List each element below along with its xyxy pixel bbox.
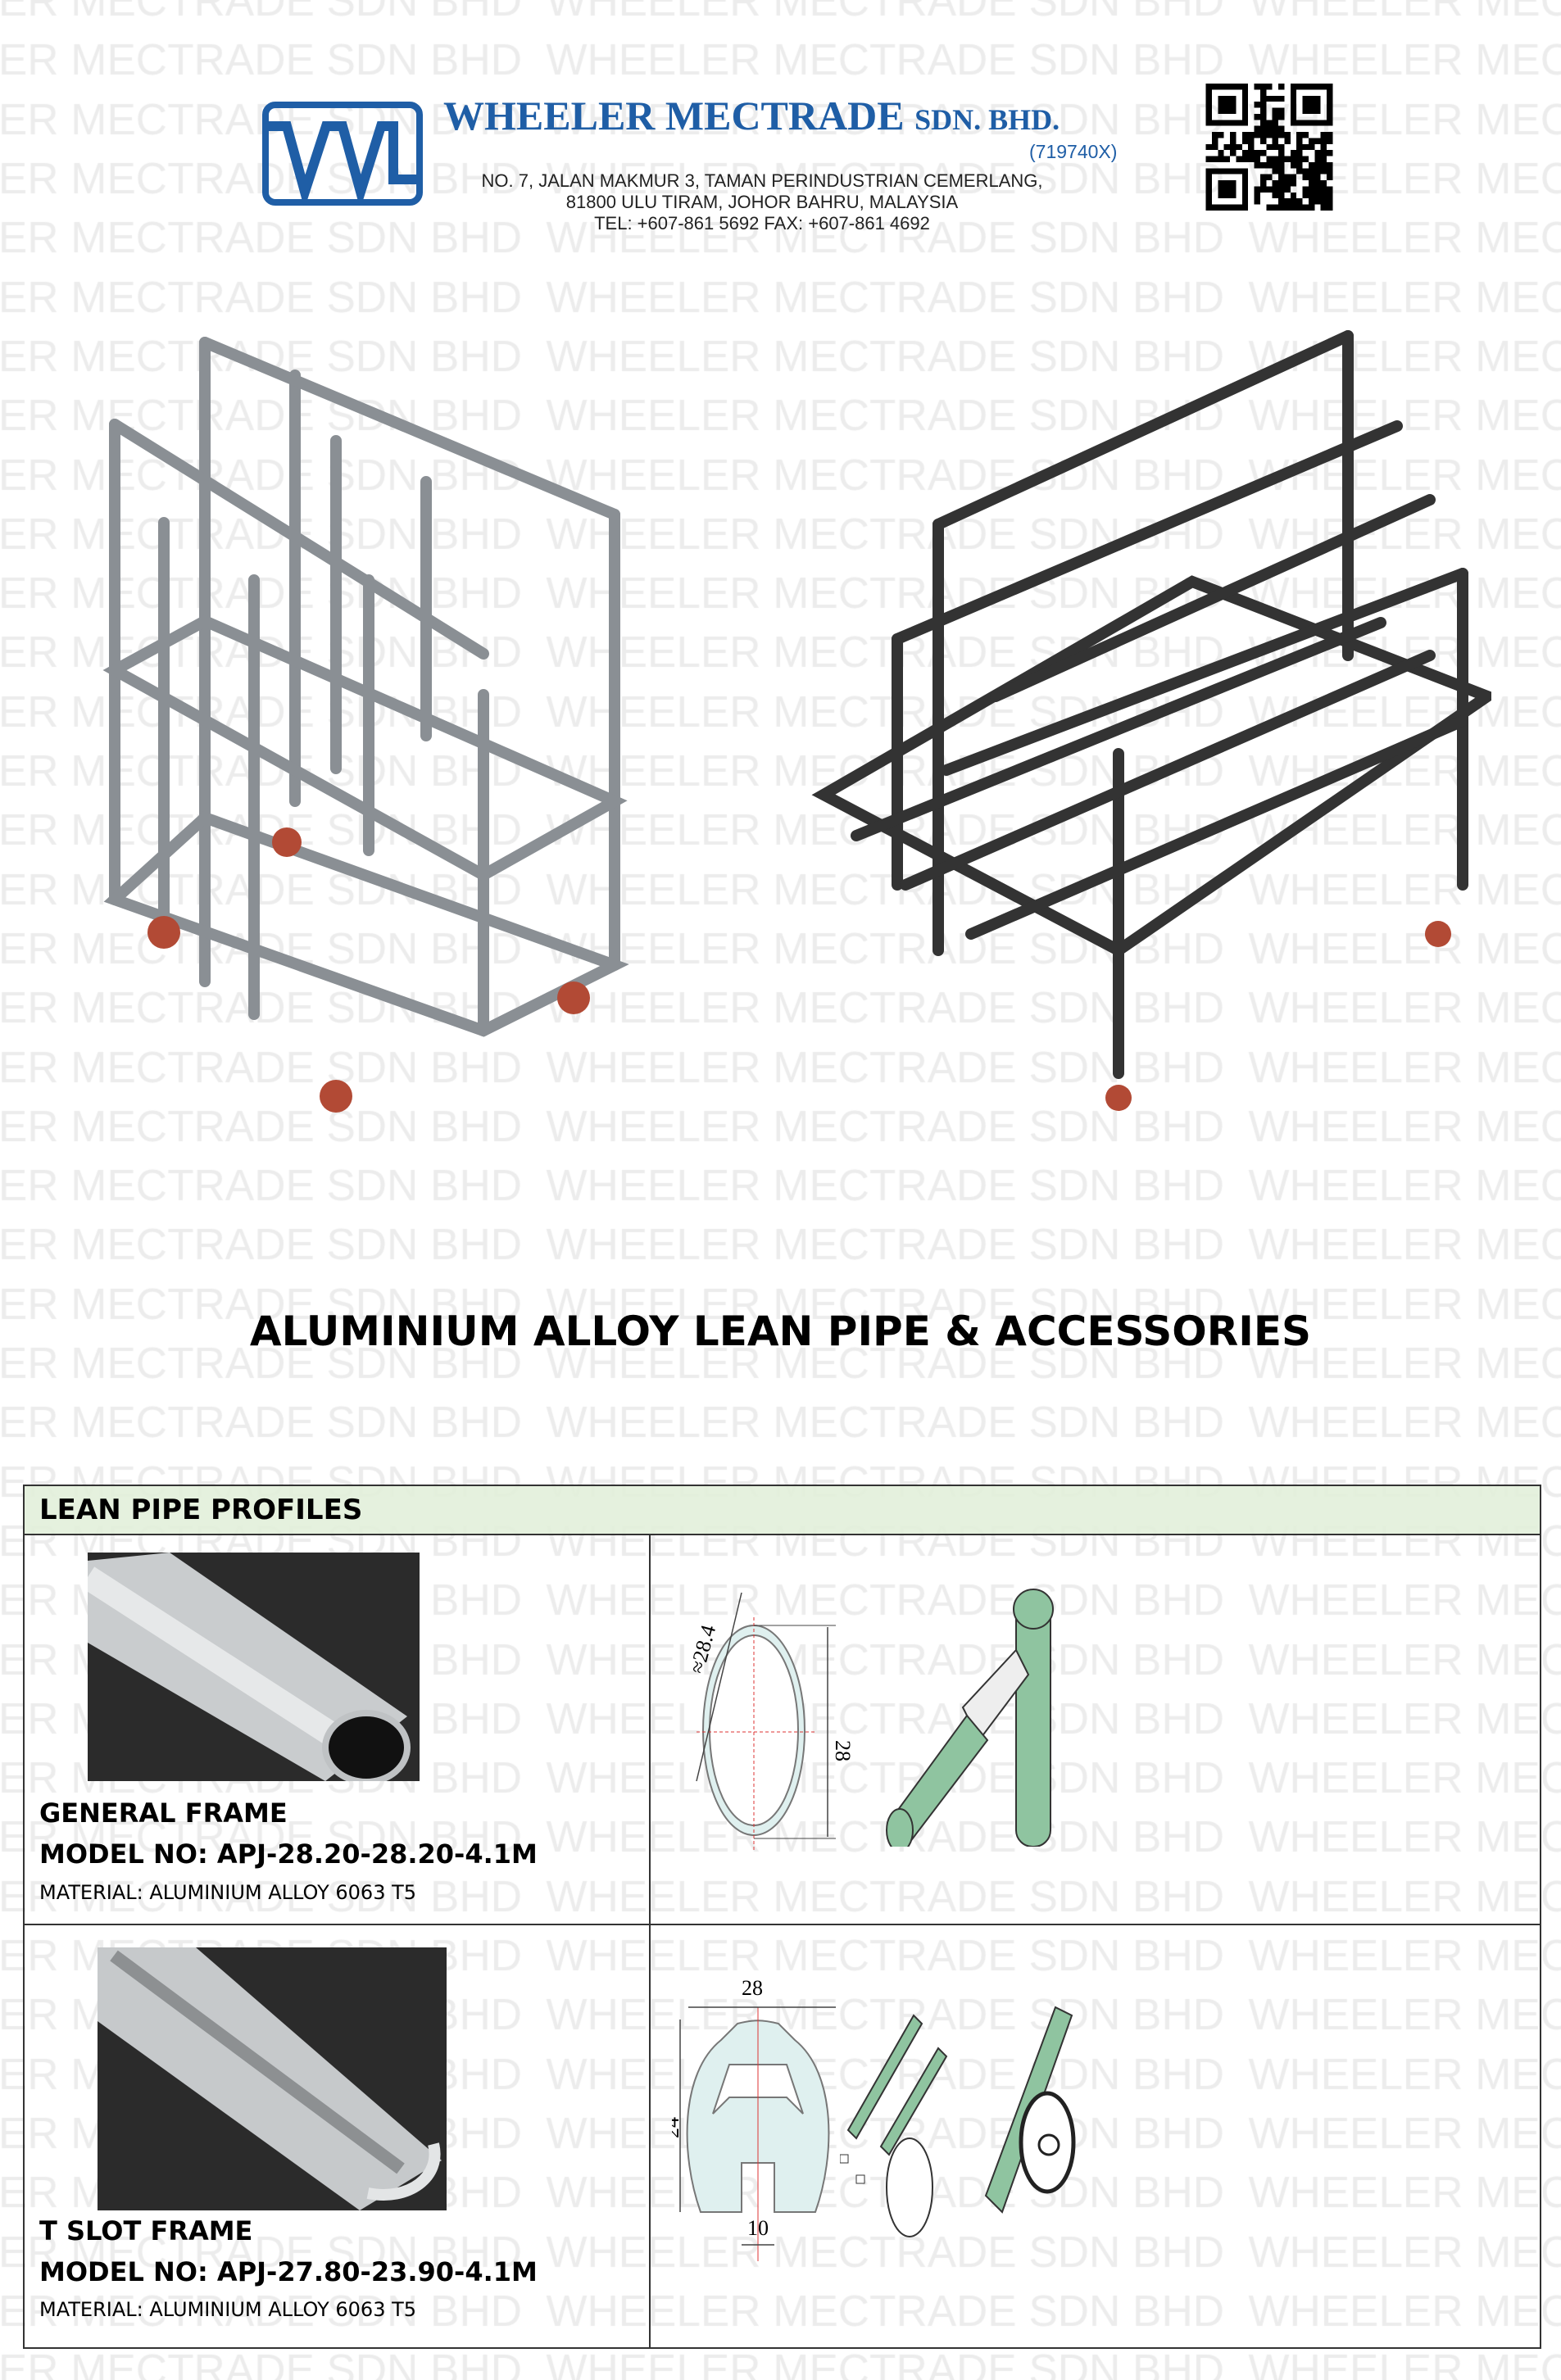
- page-title: ALUMINIUM ALLOY LEAN PIPE & ACCESSORIES: [249, 1308, 1312, 1355]
- company-reg-no: (719740X): [1029, 141, 1118, 162]
- t-slot-frame-photo: [98, 1947, 447, 2210]
- company-logo: [262, 102, 423, 206]
- table-row-t-slot-frame: T SLOT FRAME MODEL NO: APJ-27.80-23.90-4…: [25, 1925, 1540, 2349]
- model-number: MODEL NO: APJ-28.20-28.20-4.1M: [39, 1838, 538, 1870]
- contact-line: TEL: +607-861 5692 FAX: +607-861 4692: [594, 213, 930, 233]
- company-name: WHEELER MECTRADE SDN. BHD.: [443, 92, 1060, 139]
- table-row-general-frame: GENERAL FRAME MODEL NO: APJ-28.20-28.20-…: [25, 1535, 1540, 1925]
- aluminium-cart-illustration-left: [102, 337, 629, 1113]
- table-header: LEAN PIPE PROFILES: [25, 1486, 1540, 1535]
- address-line-1: NO. 7, JALAN MAKMUR 3, TAMAN PERINDUSTRI…: [481, 170, 1043, 191]
- product-name: T SLOT FRAME: [39, 2215, 253, 2246]
- company-name-text: WHEELER MECTRADE: [443, 93, 905, 138]
- aluminium-rack-illustration-right: [811, 330, 1491, 1111]
- width-dimension: 28: [742, 1976, 763, 2000]
- general-frame-profile-drawing: ≈28.4 28: [685, 1592, 852, 1851]
- t-slot-wheel-illustration: [984, 2006, 1076, 2214]
- general-frame-photo: [88, 1553, 420, 1781]
- lean-pipe-profiles-table: LEAN PIPE PROFILES GENERAL FRAME MODEL N…: [23, 1485, 1541, 2349]
- column-divider: [649, 1925, 651, 2349]
- product-name: GENERAL FRAME: [39, 1797, 288, 1829]
- model-number: MODEL NO: APJ-27.80-23.90-4.1M: [39, 2256, 538, 2287]
- general-frame-joint-illustration: [886, 1589, 1054, 1847]
- t-slot-profile-drawing: 28 24 10: [672, 1976, 836, 2261]
- material: MATERIAL: ALUMINIUM ALLOY 6063 T5: [39, 1881, 417, 1904]
- address-line-2: 81800 ULU TIRAM, JOHOR BAHRU, MALAYSIA: [565, 192, 959, 212]
- column-divider: [649, 1535, 651, 1924]
- height-dimension: 24: [672, 2117, 683, 2138]
- qr-code[interactable]: [1205, 84, 1334, 211]
- company-suffix: SDN. BHD.: [914, 103, 1060, 136]
- height-dimension: 28: [831, 1740, 852, 1761]
- material: MATERIAL: ALUMINIUM ALLOY 6063 T5: [39, 2298, 417, 2321]
- caster-exploded-illustration: [840, 2014, 948, 2237]
- slot-dimension: 10: [747, 2216, 769, 2240]
